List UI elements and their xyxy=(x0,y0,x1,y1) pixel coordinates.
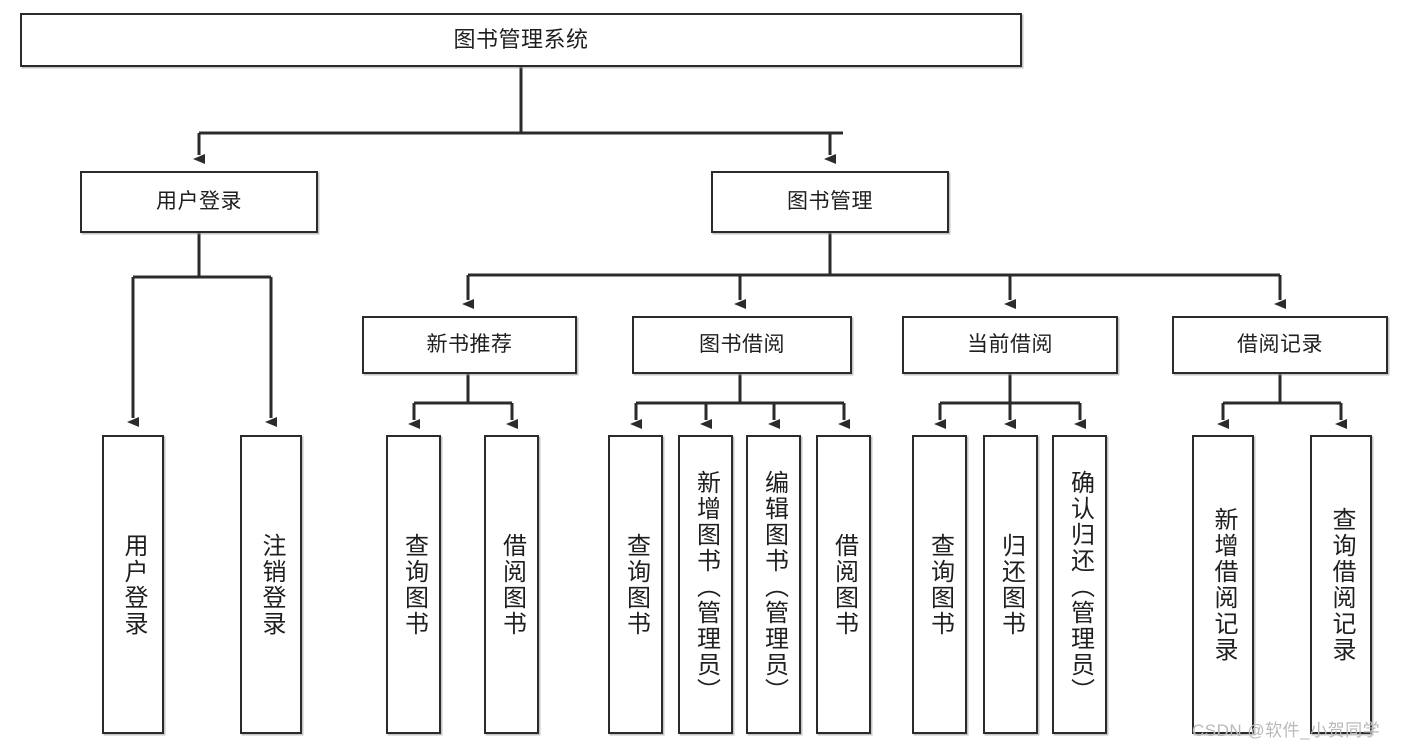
node-label: 查询图书 xyxy=(622,532,650,637)
node-label: 确认归还（管理员） xyxy=(1066,469,1094,704)
node-label: 新增借阅记录 xyxy=(1209,506,1237,663)
leaf-add-borrow-record[interactable]: 新增借阅记录 xyxy=(1192,435,1254,734)
node-label: 归还图书 xyxy=(997,532,1025,637)
leaf-query-borrow-record[interactable]: 查询借阅记录 xyxy=(1310,435,1372,734)
node-label: 当前借阅 xyxy=(967,332,1053,356)
leaf-confirm-return-admin[interactable]: 确认归还（管理员） xyxy=(1052,435,1107,734)
leaf-add-book-admin[interactable]: 新增图书（管理员） xyxy=(678,435,733,734)
leaf-query-book-recommend[interactable]: 查询图书 xyxy=(386,435,441,734)
node-label: 用户登录 xyxy=(119,532,147,637)
node-label: 用户登录 xyxy=(156,189,242,213)
leaf-user-login[interactable]: 用户登录 xyxy=(102,435,164,734)
node-borrow-record[interactable]: 借阅记录 xyxy=(1172,316,1388,374)
node-label: 新书推荐 xyxy=(426,332,513,356)
watermark: CSDN @软件_小贺同学 xyxy=(1192,721,1381,740)
node-label: 新增图书（管理员） xyxy=(692,469,720,704)
node-book-manage[interactable]: 图书管理 xyxy=(711,171,949,233)
node-label: 借阅图书 xyxy=(498,532,526,637)
leaf-return-book[interactable]: 归还图书 xyxy=(983,435,1038,734)
leaf-borrow-book-recommend[interactable]: 借阅图书 xyxy=(484,435,539,734)
leaf-borrow-book[interactable]: 借阅图书 xyxy=(816,435,871,734)
node-new-book-recommend[interactable]: 新书推荐 xyxy=(362,316,577,374)
node-label: 查询图书 xyxy=(926,532,954,637)
leaf-query-book-borrow[interactable]: 查询图书 xyxy=(608,435,663,734)
leaf-query-book-current[interactable]: 查询图书 xyxy=(912,435,967,734)
node-label: 注销登录 xyxy=(257,532,285,637)
leaf-logout[interactable]: 注销登录 xyxy=(240,435,302,734)
node-current-borrow[interactable]: 当前借阅 xyxy=(902,316,1118,374)
node-label: 借阅图书 xyxy=(830,532,858,637)
node-label: 查询借阅记录 xyxy=(1327,506,1355,663)
leaf-edit-book-admin[interactable]: 编辑图书（管理员） xyxy=(746,435,801,734)
node-label: 编辑图书（管理员） xyxy=(760,469,788,704)
node-label: 查询图书 xyxy=(400,532,428,637)
node-label: 借阅记录 xyxy=(1237,332,1323,356)
node-root[interactable]: 图书管理系统 xyxy=(20,13,1022,67)
node-label: 图书管理系统 xyxy=(453,27,589,53)
node-label: 图书借阅 xyxy=(699,332,785,356)
node-book-borrow[interactable]: 图书借阅 xyxy=(632,316,852,374)
node-label: 图书管理 xyxy=(787,189,873,213)
node-user-login[interactable]: 用户登录 xyxy=(80,171,318,233)
